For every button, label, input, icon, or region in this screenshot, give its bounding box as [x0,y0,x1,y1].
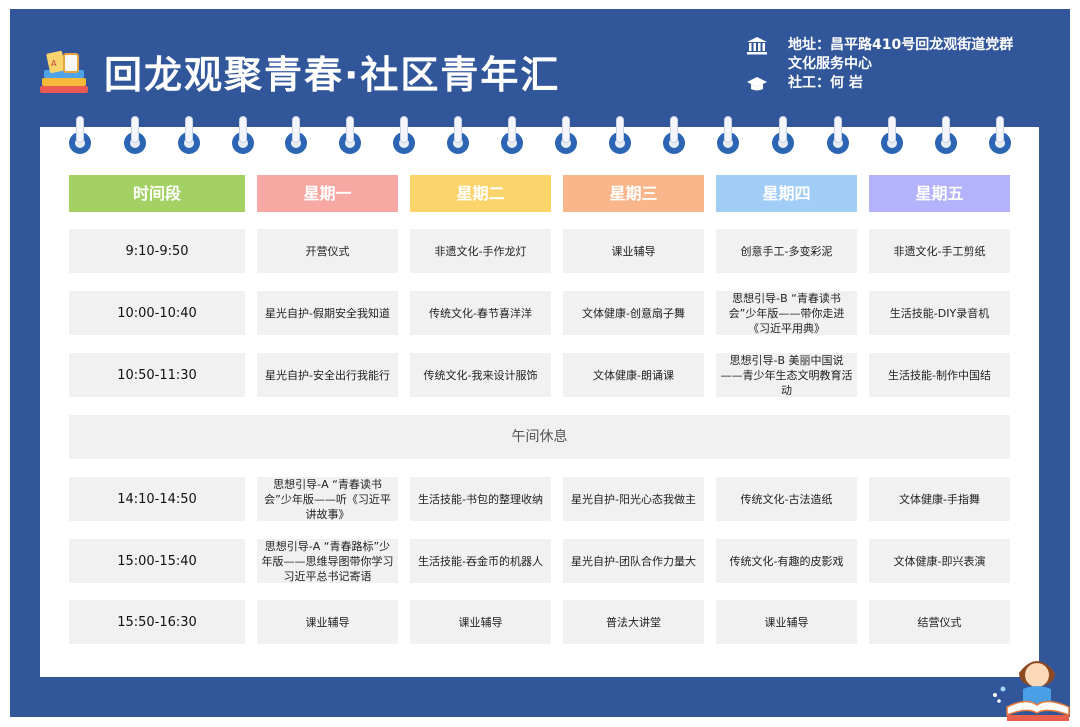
social-worker-text: 社工：何 岩 [788,75,863,91]
binder-ring [124,116,146,156]
activity-cell: 创意手工-多变彩泥 [716,229,857,273]
time-slot-cell: 9:10-9:50 [69,229,245,273]
activity-cell: 非遗文化-手作龙灯 [410,229,551,273]
activity-cell: 开营仪式 [257,229,398,273]
activity-cell: 思想引导-B 美丽中国说——青少年生态文明教育活动 [716,353,857,397]
column-header-day: 星期三 [563,175,704,212]
binder-ring [69,116,91,156]
activity-cell: 文体健康-朗诵课 [563,353,704,397]
activity-cell: 课业辅导 [563,229,704,273]
schedule-card [40,127,1039,677]
page-title: 回龙观聚青春·社区青年汇 [104,53,561,97]
activity-cell: 课业辅导 [716,600,857,644]
binder-ring [827,116,849,156]
svg-text:A: A [51,59,57,68]
activity-cell: 生活技能-DIY录音机 [869,291,1010,335]
activity-cell: 星光自护-阳光心态我做主 [563,477,704,521]
activity-cell: 传统文化-我来设计服饰 [410,353,551,397]
activity-cell: 思想引导-B “青春读书会”少年版——带你走进《习近平用典》 [716,291,857,335]
binder-ring [339,116,361,156]
info-block: 地址：昌平路410号回龙观街道党群文化服务中心 社工：何 岩 [746,36,1024,93]
activity-cell: 思想引导-A “青春路标”少年版——思维导图带你学习习近平总书记寄语 [257,539,398,583]
binder-ring [285,116,307,156]
activity-cell: 非遗文化-手工剪纸 [869,229,1010,273]
binder-ring [935,116,957,156]
activity-cell: 星光自护-安全出行我能行 [257,353,398,397]
column-header-day: 星期四 [716,175,857,212]
time-slot-cell: 10:00-10:40 [69,291,245,335]
social-worker-row: 社工：何 岩 [746,74,1024,93]
activity-cell: 星光自护-假期安全我知道 [257,291,398,335]
binder-ring [447,116,469,156]
activity-cell: 传统文化-有趣的皮影戏 [716,539,857,583]
binder-ring [881,116,903,156]
reading-child-illustration [985,645,1075,723]
time-slot-cell: 15:50-16:30 [69,600,245,644]
activity-cell: 文体健康-手指舞 [869,477,1010,521]
activity-cell: 生活技能-吞金币的机器人 [410,539,551,583]
activity-cell: 生活技能-书包的整理收纳 [410,477,551,521]
column-header-day: 星期一 [257,175,398,212]
activity-cell: 结营仪式 [869,600,1010,644]
activity-cell: 思想引导-A “青春读书会”少年版——听《习近平讲故事》 [257,477,398,521]
address-row: 地址：昌平路410号回龙观街道党群文化服务中心 [746,36,1024,74]
activity-cell: 文体健康-即兴表演 [869,539,1010,583]
activity-cell: 课业辅导 [410,600,551,644]
column-header-time: 时间段 [69,175,245,212]
binder-ring [232,116,254,156]
activity-cell: 传统文化-古法造纸 [716,477,857,521]
binder-ring [772,116,794,156]
building-icon [746,36,768,55]
books-icon: A [38,48,92,96]
binder-ring [501,116,523,156]
binder-ring [393,116,415,156]
activity-cell: 课业辅导 [257,600,398,644]
activity-cell: 生活技能-制作中国结 [869,353,1010,397]
graduation-cap-icon [746,74,768,93]
column-header-day: 星期二 [410,175,551,212]
time-slot-cell: 14:10-14:50 [69,477,245,521]
time-slot-cell: 15:00-15:40 [69,539,245,583]
activity-cell: 星光自护-团队合作力量大 [563,539,704,583]
binder-ring [555,116,577,156]
title-area: A 回龙观聚青春·社区青年汇 [38,44,560,99]
binder-ring [663,116,685,156]
address-text: 地址：昌平路410号回龙观街道党群文化服务中心 [788,37,1014,72]
activity-cell: 普法大讲堂 [563,600,704,644]
time-slot-cell: 10:50-11:30 [69,353,245,397]
binder-ring [717,116,739,156]
binder-ring [178,116,200,156]
activity-cell: 文体健康-创意扇子舞 [563,291,704,335]
lunch-break-row: 午间休息 [69,415,1010,459]
activity-cell: 传统文化-春节喜洋洋 [410,291,551,335]
column-header-day: 星期五 [869,175,1010,212]
binder-ring [609,116,631,156]
binder-ring [989,116,1011,156]
